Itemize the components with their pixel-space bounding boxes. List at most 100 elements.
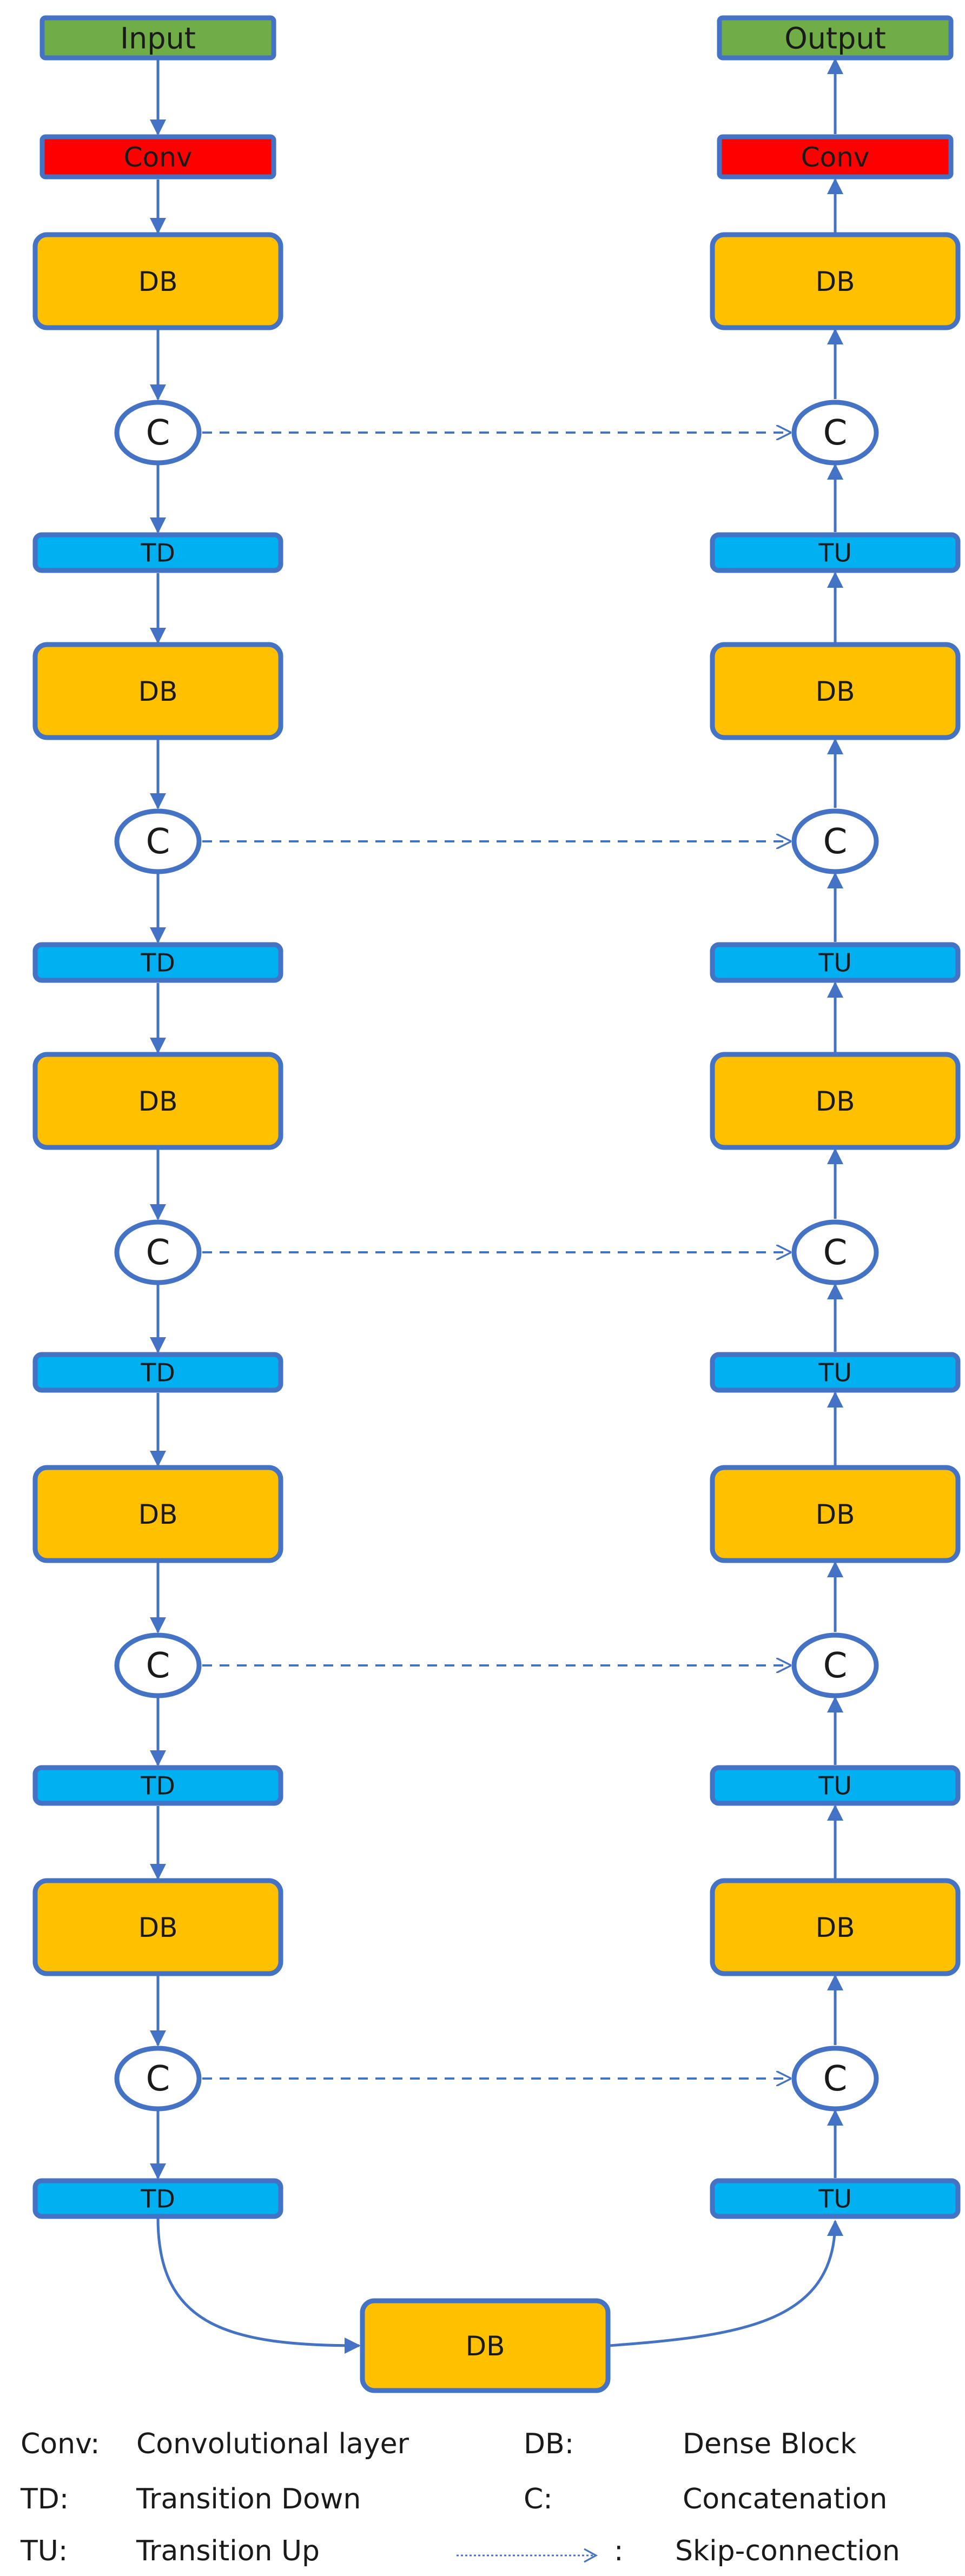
dense-block-left-5-shape [32,1878,283,1976]
concat-left-4-label: C [146,1646,170,1686]
concat-left-1-label: C [146,413,170,453]
transition-down-2-shape [32,942,283,983]
transition-up-1: TU [710,532,961,573]
legend-skip-key: : [614,2535,624,2567]
arrow-bottleneck-to-tu [609,2220,843,2347]
transition-up-4: TU [710,1765,961,1806]
dense-block-right-5-label: DB [816,1912,855,1943]
concat-right-5-label: C [823,2059,848,2099]
input-box-label: Input [120,21,196,55]
concat-right-5-shape [791,2046,879,2112]
dense-block-right-2: DB [710,642,961,740]
concat-left-5-shape [114,2046,202,2112]
output-box-label: Output [784,21,886,55]
concat-right-2-shape [791,808,879,874]
transition-down-1-shape [32,532,283,573]
concat-left-3: C [114,1219,202,1285]
transition-down-2-label: TD [140,948,175,978]
dense-block-left-2-shape [32,642,283,740]
legend-td-key: TD: [21,2483,69,2515]
transition-up-3-shape [710,1352,961,1393]
dense-block-bottleneck-label: DB [466,2331,505,2362]
input-box-shape [39,15,276,61]
dense-block-right-4: DB [710,1465,961,1563]
dense-block-left-2: DB [32,642,283,740]
transition-up-5-label: TU [818,2185,852,2214]
concat-left-5-label: C [146,2059,170,2099]
legend-db-key: DB: [524,2428,574,2460]
concat-right-4-label: C [823,1646,848,1686]
transition-up-3: TU [710,1352,961,1393]
transition-up-5: TU [710,2178,961,2219]
dense-block-left-4-shape [32,1465,283,1563]
transition-up-4-shape [710,1765,961,1806]
edges-layer [150,58,843,2354]
concat-right-2: C [791,808,879,874]
dense-block-right-1-shape [710,232,961,330]
dense-block-right-4-shape [710,1465,961,1563]
transition-up-5-shape [710,2178,961,2219]
legend-conv-desc: Convolutional layer [136,2428,409,2460]
concat-right-1-label: C [823,413,848,453]
dense-block-right-3-shape [710,1052,961,1150]
legend-c-desc: Concatenation [683,2483,888,2515]
dense-block-left-4-label: DB [138,1499,178,1530]
transition-down-2: TD [32,942,283,983]
concat-left-2: C [114,808,202,874]
concat-right-1-shape [791,400,879,466]
transition-down-3-shape [32,1352,283,1393]
legend-c-key: C: [524,2483,553,2515]
concat-right-3-label: C [823,1233,848,1273]
dense-block-left-5: DB [32,1878,283,1976]
transition-down-4-shape [32,1765,283,1806]
dense-block-left-3-shape [32,1052,283,1150]
dense-block-right-5-shape [710,1878,961,1976]
concat-left-4-shape [114,1632,202,1698]
dense-block-right-3: DB [710,1052,961,1150]
concat-right-3-shape [791,1219,879,1285]
legend-tu-desc: Transition Up [136,2535,320,2567]
dense-block-right-1: DB [710,232,961,330]
transition-down-5: TD [32,2178,283,2219]
transition-down-1-label: TD [140,539,175,568]
dense-block-left-4: DB [32,1465,283,1563]
conv-left-label: Conv [124,142,193,173]
concat-left-3-shape [114,1219,202,1285]
conv-left: Conv [39,134,276,180]
dense-block-bottleneck-shape [360,2298,611,2393]
conv-right: Conv [717,134,954,180]
legend-db-desc: Dense Block [683,2428,857,2460]
concat-left-2-shape [114,808,202,874]
output-box-shape [717,15,954,61]
transition-up-1-label: TU [818,539,852,568]
input-box: Input [39,15,276,61]
transition-up-4-label: TU [818,1771,852,1801]
legend-td-desc: Transition Down [136,2483,361,2515]
concat-right-4: C [791,1632,879,1698]
transition-down-1: TD [32,532,283,573]
dense-block-left-1-label: DB [138,266,178,297]
concat-right-4-shape [791,1632,879,1698]
transition-down-4-label: TD [140,1771,175,1801]
transition-down-4: TD [32,1765,283,1806]
legend-skip-desc: Skip-connection [675,2535,900,2567]
dense-block-left-2-label: DB [138,676,178,707]
output-box: Output [717,15,954,61]
concat-right-2-label: C [823,822,848,862]
conv-left-shape [39,134,276,180]
concat-right-3: C [791,1219,879,1285]
dense-block-left-1: DB [32,232,283,330]
dense-block-right-2-shape [710,642,961,740]
transition-up-1-shape [710,532,961,573]
dense-block-right-4-label: DB [816,1499,855,1530]
concat-left-2-label: C [146,822,170,862]
legend-tu-key: TU: [21,2535,68,2567]
dense-block-right-3-label: DB [816,1086,855,1117]
concat-left-1: C [114,400,202,466]
concat-left-5: C [114,2046,202,2112]
dense-block-right-5: DB [710,1878,961,1976]
dense-block-right-1-label: DB [816,266,855,297]
concat-right-1: C [791,400,879,466]
